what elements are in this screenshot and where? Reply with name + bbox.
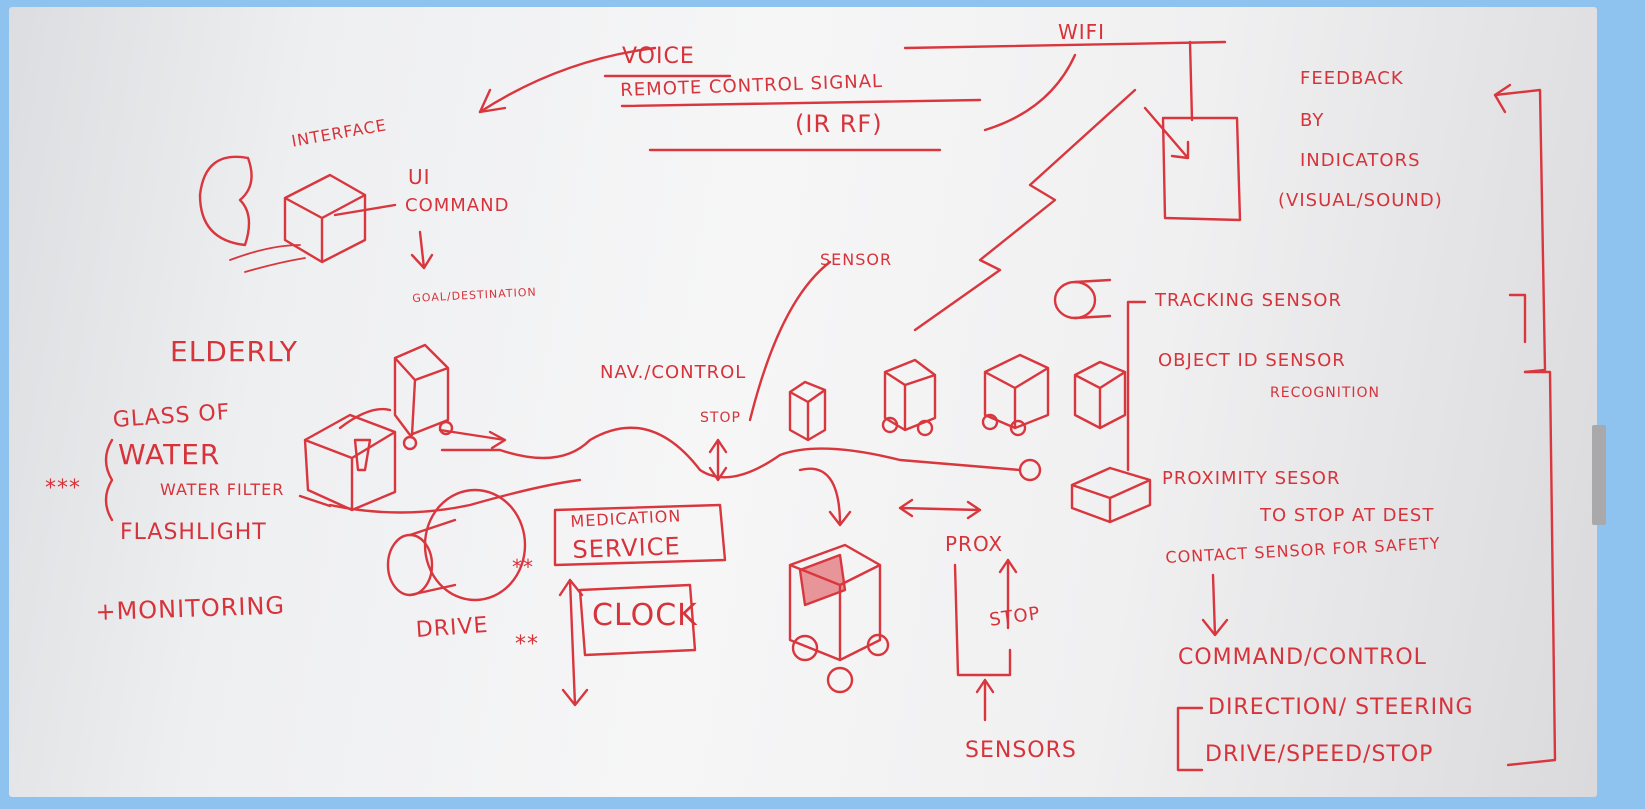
proximity-box [1072, 468, 1150, 522]
nav-control-label: NAV./CONTROL [600, 362, 746, 383]
wifi-drop [1190, 42, 1192, 120]
sensor-list-bracket-right [1510, 295, 1525, 342]
command-control-label: COMMAND/CONTROL [1178, 645, 1427, 670]
stars-drive-label: ** [515, 632, 539, 657]
water-station [305, 415, 395, 510]
feedback-bracket [1495, 90, 1545, 372]
indicators-label: INDICATORS [1300, 150, 1421, 171]
flashlight-label: FLASHLIGHT [120, 520, 267, 545]
voice-label: VOICE [622, 44, 695, 69]
prox-double-arrow [900, 500, 980, 518]
tracking-cylinder [1055, 282, 1095, 318]
object-cube [1075, 362, 1125, 428]
sensors-label: SENSORS [965, 738, 1077, 763]
direction-steering-label: DIRECTION/ STEERING [1208, 695, 1474, 720]
face-sketch [200, 157, 252, 245]
stars-med-label: ** [512, 555, 534, 579]
delivery-robot-load [800, 555, 845, 605]
remote-underline [622, 100, 980, 106]
sensors-arrow [977, 680, 993, 720]
ui-label: UI [408, 165, 431, 189]
prox-label: PROX [945, 532, 1003, 556]
interface-cube [285, 175, 365, 262]
recognition-label: RECOGNITION [1270, 385, 1380, 401]
proximity-sensor-label: PROXIMITY SESOR [1162, 468, 1340, 489]
delivery-robot-wheel [793, 636, 817, 660]
drive-motor [425, 490, 525, 600]
path-arrow [440, 430, 505, 448]
delivery-robot-wheel [828, 668, 852, 692]
to-stop-label: TO STOP AT DEST [1260, 505, 1434, 526]
drive-speed-stop-label: DRIVE/SPEED/STOP [1205, 742, 1433, 767]
glass-icon [355, 440, 370, 470]
drive-shaft [388, 535, 432, 595]
remote-curve [985, 55, 1075, 130]
command-arrow [412, 232, 432, 268]
feedback-arrowhead [1495, 85, 1510, 112]
goal-robot [395, 345, 448, 435]
wifi-label: WIFI [1058, 20, 1105, 44]
stop-arrow [710, 440, 726, 480]
stop-mid-label: STOP [700, 410, 741, 426]
stars-left-label: *** [45, 476, 81, 501]
command-control-arrow [1203, 575, 1227, 635]
water-filter-label: WATER FILTER [160, 480, 284, 499]
lower-path [330, 480, 580, 513]
sensor-label: SENSOR [820, 250, 892, 269]
lightning-signal [915, 90, 1135, 330]
delivery-arrow [800, 469, 850, 525]
irrf-label: (IR RF) [795, 110, 883, 138]
clock-label: CLOCK [592, 598, 698, 633]
direction-bracket [1178, 708, 1202, 770]
left-brace [106, 440, 112, 520]
sensor-list-bracket [1128, 302, 1145, 470]
command-label: COMMAND [405, 195, 509, 216]
object-id-label: OBJECT ID SENSOR [1158, 350, 1346, 371]
tracking-sensor-label: TRACKING SENSOR [1155, 290, 1342, 311]
water-label: WATER [118, 438, 220, 471]
robot-cube-1 [790, 382, 825, 440]
tracking-cylinder-body [1075, 280, 1110, 318]
by-label: BY [1300, 110, 1324, 131]
water-arrow-curve [340, 409, 390, 428]
goal-robot-wheel [404, 437, 416, 449]
visual-sound-label: (VISUAL/SOUND) [1278, 190, 1443, 211]
wifi-box-arrow [1145, 108, 1188, 158]
service-label: SERVICE [572, 532, 681, 564]
wifi-box [1163, 118, 1240, 220]
feedback-label: FEEDBACK [1300, 68, 1404, 89]
drive-label: DRIVE [415, 613, 489, 643]
elderly-label: ELDERLY [170, 335, 298, 368]
navigation-path [442, 428, 1020, 478]
right-long-bracket [1508, 372, 1555, 765]
hand-sketch [230, 245, 305, 272]
destination-circle [1020, 460, 1040, 480]
